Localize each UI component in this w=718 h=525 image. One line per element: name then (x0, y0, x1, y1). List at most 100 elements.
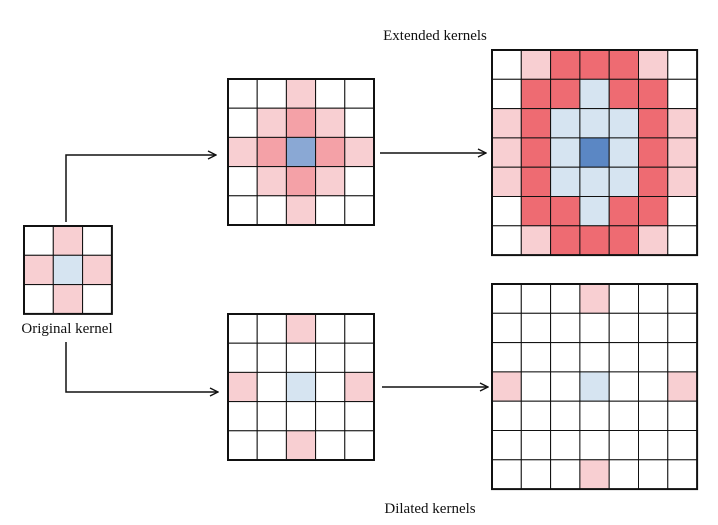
dilated-kernel-7x7-cell (579, 371, 610, 402)
extended-kernel-5x5-cell (285, 78, 317, 109)
dilated-kernel-7x7-cell (491, 459, 522, 490)
dilated-kernel-5x5-cell (227, 371, 258, 403)
dilated-kernel-7x7-cell (667, 400, 698, 432)
dilated-kernel-7x7-cell (667, 312, 698, 344)
dilated-kernel-7x7-cell (608, 342, 640, 373)
dilated-kernel-7x7-cell (667, 342, 698, 373)
original-kernel-cell (23, 254, 54, 286)
extended-kernel-7x7-cell (579, 225, 610, 256)
extended-kernel-7x7-cell (550, 137, 581, 168)
dilated-kernels-label: Dilated kernels (384, 501, 475, 517)
extended-kernel-5x5-cell (227, 107, 258, 138)
extended-kernel-7x7-cell (491, 108, 522, 139)
dilated-kernel-5x5-cell (315, 401, 346, 432)
extended-kernel-5x5-grid (227, 78, 375, 226)
arrow-original-to-dilated (65, 342, 218, 392)
dilated-kernel-7x7-cell (491, 342, 522, 373)
dilated-kernel-7x7-cell (608, 400, 640, 432)
dilated-kernel-5x5-cell (315, 371, 346, 403)
dilated-kernel-7x7-cell (491, 400, 522, 432)
extended-kernel-7x7-cell (491, 196, 522, 227)
extended-kernel-7x7-cell (491, 166, 522, 197)
extended-kernel-7x7-cell (520, 225, 552, 256)
extended-kernel-7x7-cell (550, 196, 581, 227)
dilated-kernel-7x7-border (491, 283, 699, 491)
extended-kernel-7x7-cell (608, 49, 640, 80)
extended-kernel-5x5-cell (256, 107, 287, 138)
dilated-kernel-7x7-cell (550, 371, 581, 402)
dilated-kernel-5x5-cell (256, 371, 287, 403)
extended-kernel-7x7-cell (520, 108, 552, 139)
dilated-kernel-7x7-cell (550, 400, 581, 432)
dilated-kernel-7x7-cell (638, 371, 669, 402)
extended-kernels-label: Extended kernels (383, 28, 487, 44)
extended-kernel-7x7-cell (638, 166, 669, 197)
dilated-kernel-5x5-cell (227, 430, 258, 461)
dilated-kernel-7x7-cell (579, 400, 610, 432)
dilated-kernel-5x5-cell (285, 371, 317, 403)
dilated-kernel-7x7-cell (491, 312, 522, 344)
extended-kernel-7x7-cell (608, 108, 640, 139)
extended-kernel-5x5-cell (315, 195, 346, 226)
extended-kernel-7x7-cell (550, 225, 581, 256)
extended-kernel-7x7-grid (491, 49, 699, 257)
dilated-kernel-7x7-cell (550, 459, 581, 490)
extended-kernel-7x7-cell (638, 137, 669, 168)
dilated-kernel-7x7-cell (579, 430, 610, 461)
extended-kernel-7x7-border (491, 49, 699, 257)
dilated-kernel-5x5-cell (285, 430, 317, 461)
dilated-kernel-7x7-cell (667, 371, 698, 402)
extended-kernel-7x7-cell (638, 49, 669, 80)
extended-kernel-7x7-cell (638, 108, 669, 139)
extended-kernel-5x5-cell (285, 107, 317, 138)
extended-kernel-5x5-cell (227, 195, 258, 226)
dilated-kernel-7x7-cell (667, 430, 698, 461)
original-kernel-cell (23, 225, 54, 256)
dilated-kernel-7x7-cell (638, 430, 669, 461)
extended-kernel-7x7-cell (579, 108, 610, 139)
extended-kernel-7x7-cell (579, 49, 610, 80)
extended-kernel-7x7-cell (579, 166, 610, 197)
dilated-kernel-7x7-cell (608, 283, 640, 314)
dilated-kernel-7x7-cell (667, 283, 698, 314)
dilated-kernel-5x5-grid (227, 313, 375, 461)
dilated-kernel-5x5-cell (315, 313, 346, 344)
extended-kernel-7x7-cell (579, 78, 610, 110)
dilated-kernel-7x7-cell (491, 371, 522, 402)
extended-kernel-7x7-cell (667, 108, 698, 139)
original-kernel-cell (52, 284, 84, 315)
extended-kernel-7x7-cell (667, 137, 698, 168)
original-kernel-cell (52, 254, 84, 286)
extended-kernel-5x5-cell (256, 166, 287, 197)
dilated-kernel-7x7-grid (491, 283, 699, 491)
extended-kernel-7x7-cell (520, 78, 552, 110)
dilated-kernel-5x5-cell (256, 313, 287, 344)
original-kernel-cell (52, 225, 84, 256)
dilated-kernel-7x7-cell (608, 371, 640, 402)
extended-kernel-7x7-cell (608, 166, 640, 197)
extended-kernel-7x7-cell (608, 196, 640, 227)
extended-kernel-7x7-cell (667, 166, 698, 197)
extended-kernel-7x7-cell (550, 49, 581, 80)
dilated-kernel-7x7-cell (638, 459, 669, 490)
dilated-kernel-7x7-cell (520, 312, 552, 344)
extended-kernel-5x5-cell (315, 136, 346, 168)
extended-kernel-5x5-cell (227, 166, 258, 197)
extended-kernel-5x5-cell (256, 78, 287, 109)
extended-kernel-7x7-cell (608, 137, 640, 168)
dilated-kernel-7x7-cell (550, 430, 581, 461)
original-kernel-grid (23, 225, 113, 315)
extended-kernel-7x7-cell (667, 196, 698, 227)
dilated-kernel-7x7-cell (667, 459, 698, 490)
extended-kernel-7x7-cell (579, 196, 610, 227)
extended-kernel-7x7-cell (520, 166, 552, 197)
dilated-kernel-5x5-cell (344, 313, 375, 344)
dilated-kernel-7x7-cell (550, 312, 581, 344)
dilated-kernel-7x7-cell (550, 283, 581, 314)
extended-kernel-5x5-cell (285, 166, 317, 197)
dilated-kernel-7x7-cell (520, 283, 552, 314)
dilated-kernel-7x7-cell (520, 371, 552, 402)
extended-kernel-5x5-cell (315, 107, 346, 138)
dilated-kernel-5x5-cell (344, 371, 375, 403)
original-kernel-label: Original kernel (21, 321, 112, 337)
